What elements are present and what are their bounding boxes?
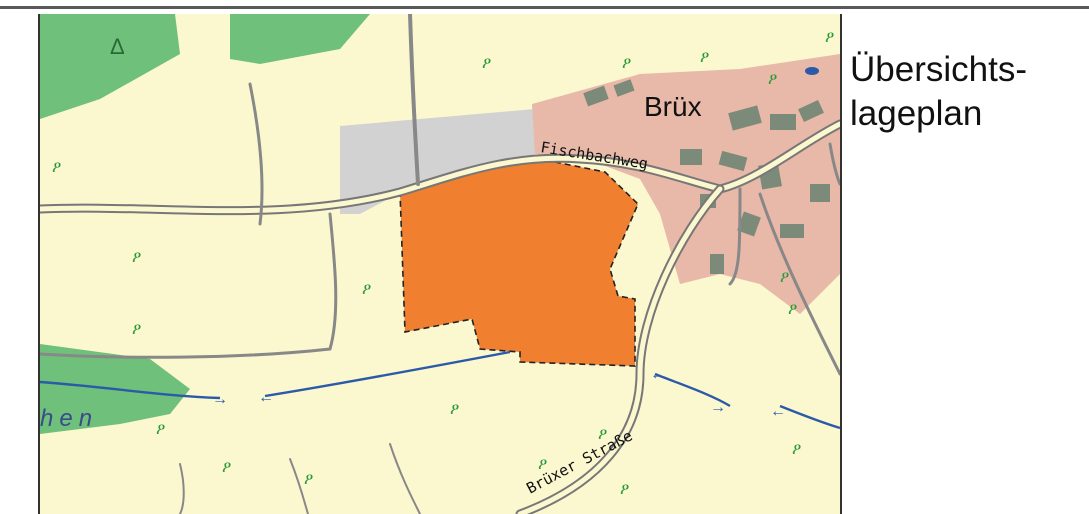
- svg-text:ዖ: ዖ: [132, 249, 141, 266]
- top-rule: [0, 6, 1089, 9]
- svg-text:ዖ: ዖ: [792, 441, 801, 458]
- overview-title-line1: Übersichts-: [850, 50, 1027, 89]
- svg-text:ዖ: ዖ: [622, 55, 631, 72]
- forest-area-north: [230, 14, 370, 64]
- svg-text:ዖ: ዖ: [450, 401, 459, 418]
- overview-title: Übersichts- lageplan: [850, 48, 1027, 136]
- streams: [40, 350, 840, 430]
- svg-text:ዖ: ዖ: [768, 71, 777, 88]
- roads: [40, 14, 840, 514]
- svg-text:ዖ: ዖ: [780, 269, 789, 286]
- svg-text:ዖ: ዖ: [222, 459, 231, 476]
- arrow-left-icon-2: ←: [650, 366, 666, 383]
- overview-title-line2: lageplan: [850, 94, 983, 133]
- svg-text:ዖ: ዖ: [700, 49, 709, 66]
- svg-text:ዖ: ዖ: [52, 159, 61, 176]
- pond: [805, 67, 819, 75]
- svg-text:ዖ: ዖ: [304, 471, 313, 488]
- forest-area-northwest: [40, 14, 180, 119]
- svg-text:ዖ: ዖ: [482, 55, 491, 72]
- water-label-fragment: hen: [40, 405, 98, 432]
- industrial-area: [340, 109, 535, 214]
- arrow-right-icon-2: →: [710, 399, 726, 416]
- plan-area[interactable]: [399, 156, 639, 367]
- arrow-left-icon-3: ←: [770, 403, 786, 420]
- svg-text:ዖ: ዖ: [620, 481, 629, 498]
- svg-text:ዖ: ዖ: [825, 29, 834, 46]
- village-label: Brüx: [644, 91, 702, 122]
- svg-text:ዖ: ዖ: [598, 426, 607, 443]
- svg-text:ዖ: ዖ: [156, 421, 165, 438]
- svg-text:ዖ: ዖ: [788, 301, 797, 318]
- survey-triangle-icon: Δ: [110, 34, 125, 59]
- arrow-left-icon: ←: [258, 389, 274, 406]
- arrow-right-icon: →: [212, 391, 228, 408]
- svg-text:ዖ: ዖ: [132, 321, 141, 338]
- svg-text:ዖ: ዖ: [362, 281, 371, 298]
- svg-text:ዖ: ዖ: [538, 456, 547, 473]
